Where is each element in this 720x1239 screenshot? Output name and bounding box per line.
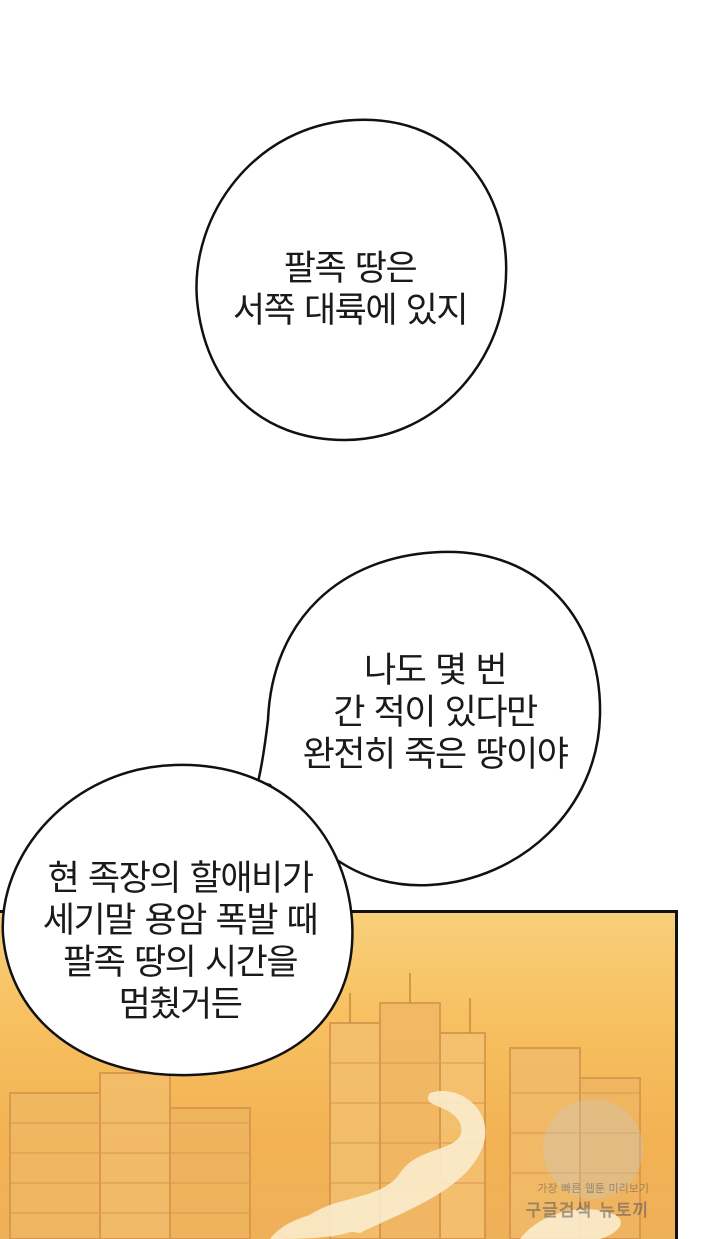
watermark-mascot-icon bbox=[543, 1099, 643, 1199]
bubble-line: 팔족 땅은 bbox=[283, 249, 418, 289]
watermark-bottom: 구글검색 뉴토끼 bbox=[525, 1201, 649, 1221]
watermark: 가장 빠른 웹툰 미리보기 구글검색 뉴토끼 bbox=[526, 1180, 649, 1221]
speech-bubble-2 bbox=[256, 550, 602, 887]
speech-bubble-1 bbox=[195, 118, 508, 442]
bubble-line: 팔족 땅의 시간을 bbox=[62, 943, 299, 983]
bubble-line: 나도 몇 번 bbox=[363, 651, 508, 691]
watermark-top: 가장 빠른 웹툰 미리보기 bbox=[537, 1182, 649, 1195]
bubble-line: 간 적이 있다만 bbox=[333, 693, 538, 733]
bubble-1-text: 팔족 땅은 서쪽 대륙에 있지 bbox=[200, 248, 500, 332]
speech-bubble-3 bbox=[1, 763, 354, 1077]
city-ruins-illustration bbox=[9, 973, 641, 1239]
bubble-3-text: 현 족장의 할애비가 세기말 용암 폭발 때 팔족 땅의 시간을 멈췄거든 bbox=[20, 858, 340, 1026]
bubble-2-text: 나도 몇 번 간 적이 있다만 완전히 죽은 땅이야 bbox=[280, 650, 590, 776]
bubble-line: 완전히 죽은 땅이야 bbox=[302, 735, 569, 775]
bubble-line: 서쪽 대륙에 있지 bbox=[232, 291, 469, 331]
bubble-line: 세기말 용암 폭발 때 bbox=[42, 901, 319, 941]
bubble-line: 현 족장의 할애비가 bbox=[47, 859, 314, 899]
bubble-line: 멈췄거든 bbox=[118, 985, 243, 1025]
